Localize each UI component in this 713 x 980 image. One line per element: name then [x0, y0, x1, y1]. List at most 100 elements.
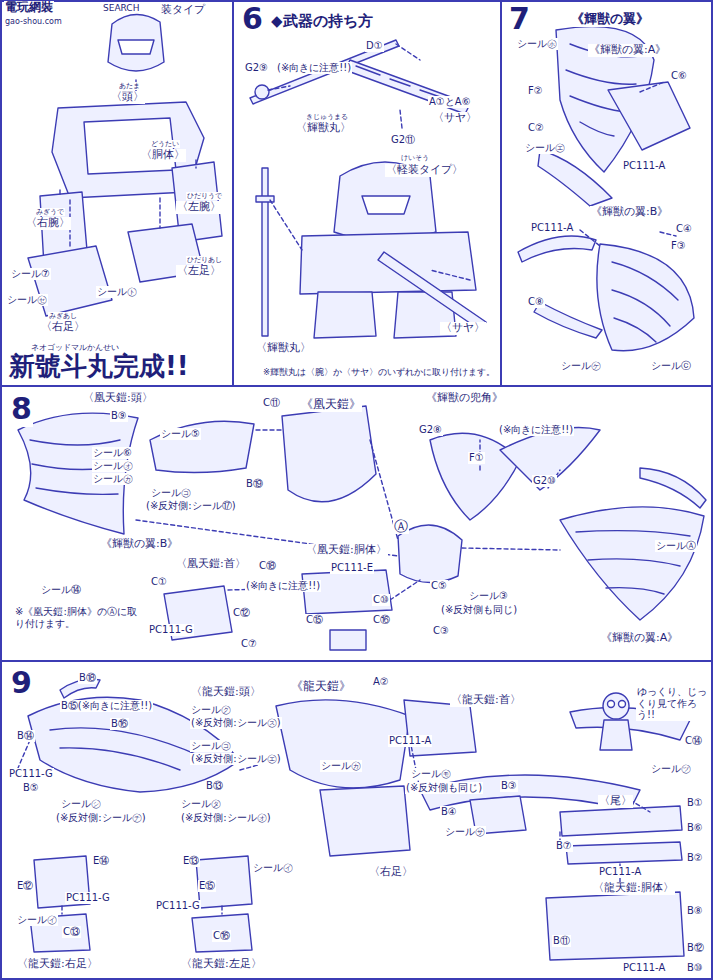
sticker-label: シール⑤: [160, 428, 201, 440]
assembly-note: ※輝獣丸は〈腕〉か〈サヤ〉のいずれかに取り付けます。: [262, 368, 496, 378]
part-name: 〈左足〉: [176, 265, 222, 278]
part-name: 《輝獣の翼:B》: [590, 206, 669, 219]
part-number: PC111-A: [622, 160, 666, 172]
part-number: C②: [527, 122, 545, 134]
part-name: 〈凰天鎧:胴体〉: [305, 544, 388, 557]
part-number: E⑬: [182, 855, 200, 867]
part-name: 〈龍天鎧:左足〉: [180, 958, 263, 971]
part-number: G2⑧: [418, 424, 443, 436]
part-number: A①とA⑥: [428, 96, 472, 108]
sticker-label: シールⓒ: [650, 360, 692, 372]
part-number: A②: [372, 676, 390, 688]
part-name: 〈凰天鎧:頭〉: [82, 392, 154, 405]
part-number: F①: [468, 452, 485, 464]
part-number: C⑩: [372, 594, 390, 606]
sticker-label: シール㋝: [6, 294, 48, 306]
part-name: gao-shou.com: [4, 17, 63, 26]
sticker-label: シール㋕: [320, 760, 362, 772]
part-name: 〈龍天鎧:胴体〉: [592, 882, 675, 895]
sticker-label: シール㋙: [190, 740, 232, 752]
part-number: B⑦: [555, 840, 573, 852]
sticker-label: シール㋚: [444, 826, 486, 838]
part-name: Ⓐ: [393, 518, 409, 534]
part-number: PC111-G: [8, 768, 54, 780]
assembly-note: (※向きに注意!!): [498, 424, 574, 436]
sticker-label: シール③: [468, 590, 509, 602]
step-heading: 新號斗丸完成!!: [8, 352, 190, 382]
part-number: G2⑩: [532, 475, 557, 487]
part-number: B⑥: [686, 822, 704, 834]
part-number: C⑯: [212, 930, 231, 942]
assembly-note: (※反対側:シール㋜): [190, 717, 282, 729]
step-heading: 8: [10, 392, 33, 427]
sticker-label: シール㋛: [60, 798, 102, 810]
part-name: 〈輝獣丸〉: [255, 342, 312, 355]
part-name: 〈軽装タイプ〉: [385, 164, 464, 177]
assembly-note: (※反対側:シール⑰): [145, 500, 237, 512]
sticker-label: シール㋑: [16, 914, 58, 926]
part-number: PC111-G: [155, 900, 201, 912]
part-name: みぎうで: [35, 208, 65, 216]
part-number: C⑦: [240, 638, 258, 650]
part-number: B⑮(※向きに注意!!): [60, 700, 153, 712]
part-number: B⑱: [78, 672, 97, 684]
step-heading: 7: [508, 2, 531, 37]
part-name: ゆっくり、じっくり見て作ろう!!: [636, 686, 708, 721]
sticker-label: シール㋲: [410, 768, 452, 780]
part-number: G2⑨: [244, 62, 269, 74]
part-name: 〈胴体〉: [140, 149, 186, 162]
part-number: B⑪: [552, 935, 571, 947]
sticker-label: シール㋗: [190, 704, 232, 716]
part-name: みぎあし: [48, 312, 78, 320]
part-number: B⑨: [110, 410, 128, 422]
sticker-label: シール㋣: [96, 286, 138, 298]
sticker-label: シール⑭: [40, 584, 82, 596]
part-name: 〈サヤ〉: [440, 322, 486, 335]
part-number: C③: [432, 625, 450, 637]
part-number: PC111-E: [330, 562, 374, 574]
part-number: PC111-A: [622, 962, 666, 974]
part-name: 《輝獣の翼:A》: [588, 44, 667, 57]
sticker-label: シール㋑: [252, 862, 294, 874]
part-name: SEARCH: [102, 3, 140, 13]
part-number: C⑮: [305, 614, 324, 626]
part-number: B⑯: [110, 718, 129, 730]
sticker-label: シール⑥: [92, 447, 133, 459]
step-heading: 6: [241, 2, 264, 37]
part-name: 〈サヤ〉: [432, 112, 478, 125]
part-number: B⑭: [16, 730, 35, 742]
part-name: 《輝獣の翼:B》: [100, 538, 179, 551]
step-panel: 7《輝獣の翼》: [500, 0, 713, 387]
part-number: B⑲: [245, 478, 264, 490]
part-number: E⑮: [198, 880, 216, 892]
part-number: B⑧: [686, 905, 704, 917]
part-name: きじゅうまる: [305, 113, 349, 121]
sticker-label: シール㋟: [180, 798, 222, 810]
part-number: F③: [670, 240, 687, 252]
part-name: 〈右腕〉: [25, 217, 71, 230]
assembly-note: ※《凰天鎧:胴体》のⒶに取り付けます。: [14, 606, 141, 629]
part-name: 〈龍天鎧:頭〉: [190, 686, 262, 699]
part-number: B⑩: [686, 962, 704, 974]
part-name: 装タイプ: [160, 4, 206, 17]
part-name: 〈輝獣丸〉: [295, 122, 352, 135]
sticker-label: シール㋭: [516, 38, 558, 50]
part-number: B⑫: [686, 942, 705, 954]
part-name: 《輝獣の兜角》: [425, 392, 504, 405]
part-number: C⑥: [670, 70, 688, 82]
part-number: E⑫: [16, 880, 34, 892]
part-number: B④: [440, 806, 458, 818]
assembly-note: (※反対側も同じ): [440, 604, 518, 616]
sticker-label: シール㋕: [92, 473, 134, 485]
part-number: PC111-A: [530, 222, 574, 234]
part-number: C⑤: [430, 580, 448, 592]
assembly-note: (※反対側:シール㋓): [190, 753, 282, 765]
part-number: PC111-A: [598, 866, 642, 878]
part-number: B②: [686, 852, 704, 864]
part-number: C⑭: [684, 735, 703, 747]
part-number: PC111-G: [65, 892, 111, 904]
part-name: けいそう: [400, 154, 430, 162]
part-number: F②: [527, 85, 544, 97]
